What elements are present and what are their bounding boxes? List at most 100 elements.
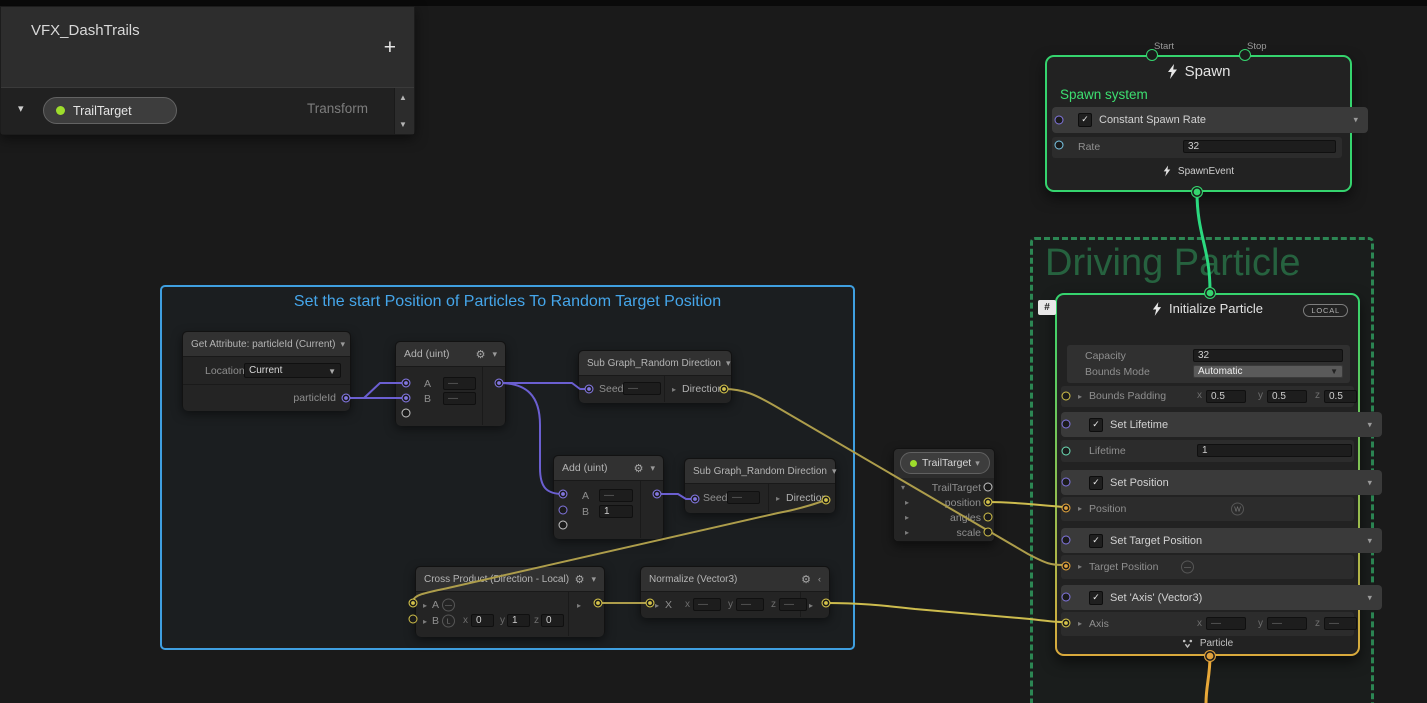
normalize-x-port[interactable]	[645, 598, 655, 608]
axis-z-input[interactable]: —	[1324, 617, 1357, 630]
space-badge[interactable]: L	[442, 614, 455, 628]
y-input[interactable]: —	[736, 598, 764, 611]
chevron-down-icon[interactable]: ▾	[591, 573, 596, 584]
add2-extra-port[interactable]	[558, 520, 568, 530]
add1-b-port[interactable]	[401, 393, 411, 403]
scroll-up-icon[interactable]: ▲	[399, 93, 407, 102]
subgraph2-direction-port[interactable]	[821, 495, 831, 505]
checkbox-checked-icon[interactable]: ✓	[1078, 113, 1092, 127]
bounds-padding-y-input[interactable]: 0.5	[1267, 390, 1307, 403]
expand-arrow-icon[interactable]: ▸	[776, 494, 781, 503]
expand-arrow-icon[interactable]: ▸	[655, 601, 660, 610]
spawn-start-port[interactable]	[1146, 49, 1158, 61]
initialize-input-port[interactable]	[1204, 287, 1216, 299]
particleid-output-port[interactable]	[341, 393, 351, 403]
set-target-position-block[interactable]: ✓ Set Target Position ▾	[1061, 528, 1382, 553]
settings-gear-icon[interactable]: ⚙	[574, 573, 585, 586]
b-z-input[interactable]: 0	[541, 614, 564, 627]
chevron-down-icon[interactable]: ▾	[1353, 114, 1358, 125]
x-input[interactable]: —	[693, 598, 721, 611]
cross-a-port[interactable]	[408, 598, 418, 608]
settings-gear-icon[interactable]: ⚙	[801, 573, 811, 586]
cross-product-node[interactable]: Cross Product (Direction - Local) ⚙▾ ▸ A…	[415, 566, 605, 637]
add2-b-port[interactable]	[558, 505, 568, 515]
expand-arrow-icon[interactable]: ▸	[423, 601, 428, 610]
expand-arrow-icon[interactable]: ▸	[672, 385, 677, 394]
normalize-output-port[interactable]	[821, 598, 831, 608]
expand-arrow-icon[interactable]: ▸	[1078, 392, 1083, 401]
input-a-value[interactable]: —	[443, 377, 476, 390]
checkbox-checked-icon[interactable]: ✓	[1089, 590, 1103, 605]
seed-value[interactable]: —	[727, 491, 760, 504]
checkbox-checked-icon[interactable]: ✓	[1089, 417, 1103, 432]
bounds-padding-x-input[interactable]: 0.5	[1206, 390, 1246, 403]
rate-port[interactable]	[1054, 140, 1064, 150]
expand-arrow-icon[interactable]: ▸	[1078, 562, 1083, 571]
lifetime-input[interactable]: 1	[1197, 444, 1352, 457]
spawn-stop-port[interactable]	[1239, 49, 1251, 61]
subgraph2-seed-port[interactable]	[690, 494, 700, 504]
initialize-particle-node[interactable]: Initialize Particle LOCAL Capacity 32 Bo…	[1055, 293, 1382, 656]
expand-arrow-icon[interactable]: ▸	[1078, 619, 1083, 628]
set-position-block[interactable]: ✓ Set Position ▾	[1061, 470, 1382, 495]
chevron-down-icon[interactable]: ▾	[650, 462, 655, 473]
space-badge[interactable]: —	[1181, 560, 1194, 574]
add1-a-port[interactable]	[401, 378, 411, 388]
chevron-down-icon[interactable]: ▾	[1367, 592, 1372, 602]
add2-output-port[interactable]	[652, 489, 662, 499]
chevron-left-icon[interactable]: ‹	[818, 574, 821, 584]
input-b-value[interactable]: 1	[599, 505, 633, 518]
add-uint-node-2[interactable]: Add (uint) ⚙▾ A — B 1	[553, 455, 664, 539]
spawn-block-port[interactable]	[1054, 115, 1064, 125]
location-dropdown[interactable]: Current ▼	[244, 363, 341, 378]
position-port[interactable]	[1061, 503, 1071, 513]
settings-gear-icon[interactable]: ⚙	[633, 462, 644, 475]
input-a-value[interactable]: —	[599, 489, 633, 502]
expand-arrow-icon[interactable]: ▸	[808, 601, 813, 610]
axis-port[interactable]	[1061, 618, 1071, 628]
set-lifetime-port[interactable]	[1061, 419, 1071, 429]
lifetime-port[interactable]	[1061, 446, 1071, 456]
set-axis-block[interactable]: ✓ Set 'Axis' (Vector3) ▾	[1061, 585, 1382, 610]
parameter-row-trailtarget[interactable]: TrailTarget	[43, 97, 177, 124]
cross-b-port[interactable]	[408, 614, 418, 624]
chevron-down-icon[interactable]: ▾	[18, 103, 24, 115]
parameter-pill[interactable]: TrailTarget ▾	[900, 452, 990, 474]
axis-y-input[interactable]: —	[1267, 617, 1307, 630]
chevron-down-icon[interactable]: ▾	[1367, 477, 1372, 487]
chevron-down-icon[interactable]: ▾	[340, 338, 346, 349]
set-lifetime-block[interactable]: ✓ Set Lifetime ▾	[1061, 412, 1382, 437]
initialize-output-port[interactable]	[1204, 650, 1216, 662]
add2-a-port[interactable]	[558, 489, 568, 499]
subgraph1-direction-port[interactable]	[719, 384, 729, 394]
bounds-padding-port[interactable]	[1061, 391, 1071, 401]
constant-spawn-rate-block[interactable]: ✓ Constant Spawn Rate ▾	[1052, 107, 1368, 133]
scrollbar[interactable]: ▲ ▼	[394, 88, 414, 134]
settings-gear-icon[interactable]: ⚙	[475, 348, 486, 361]
rate-input[interactable]: 32	[1183, 140, 1336, 153]
bounds-padding-z-input[interactable]: 0.5	[1324, 390, 1357, 403]
chevron-down-icon[interactable]: ▾	[725, 357, 731, 368]
chevron-down-icon[interactable]: ▾	[975, 457, 980, 468]
seed-value[interactable]: —	[623, 382, 661, 395]
spawn-event-output-port[interactable]	[1191, 186, 1203, 198]
expand-arrow-icon[interactable]: ▸	[905, 513, 910, 522]
target-position-port[interactable]	[1061, 561, 1071, 571]
add-parameter-button[interactable]: +	[383, 36, 396, 59]
space-badge[interactable]: —	[442, 598, 455, 612]
z-input[interactable]: —	[779, 598, 807, 611]
checkbox-checked-icon[interactable]: ✓	[1089, 475, 1103, 490]
chevron-down-icon[interactable]: ▾	[1367, 535, 1372, 545]
checkbox-checked-icon[interactable]: ✓	[1089, 533, 1103, 548]
local-scope-badge[interactable]: LOCAL	[1303, 304, 1348, 317]
blackboard-panel[interactable]: VFX_DashTrails + ▾ TrailTarget Transform…	[0, 6, 415, 135]
subgraph-random-direction-node-1[interactable]: Sub Graph_Random Direction ▾ Seed — ▸ Di…	[578, 350, 732, 403]
space-badge[interactable]: W	[1231, 502, 1244, 516]
axis-x-input[interactable]: —	[1206, 617, 1246, 630]
bounds-mode-dropdown[interactable]: Automatic ▼	[1193, 365, 1343, 378]
cross-output-port[interactable]	[593, 598, 603, 608]
input-b-value[interactable]: —	[443, 392, 476, 405]
expand-arrow-icon[interactable]: ▸	[905, 528, 910, 537]
add1-extra-port[interactable]	[401, 408, 411, 418]
